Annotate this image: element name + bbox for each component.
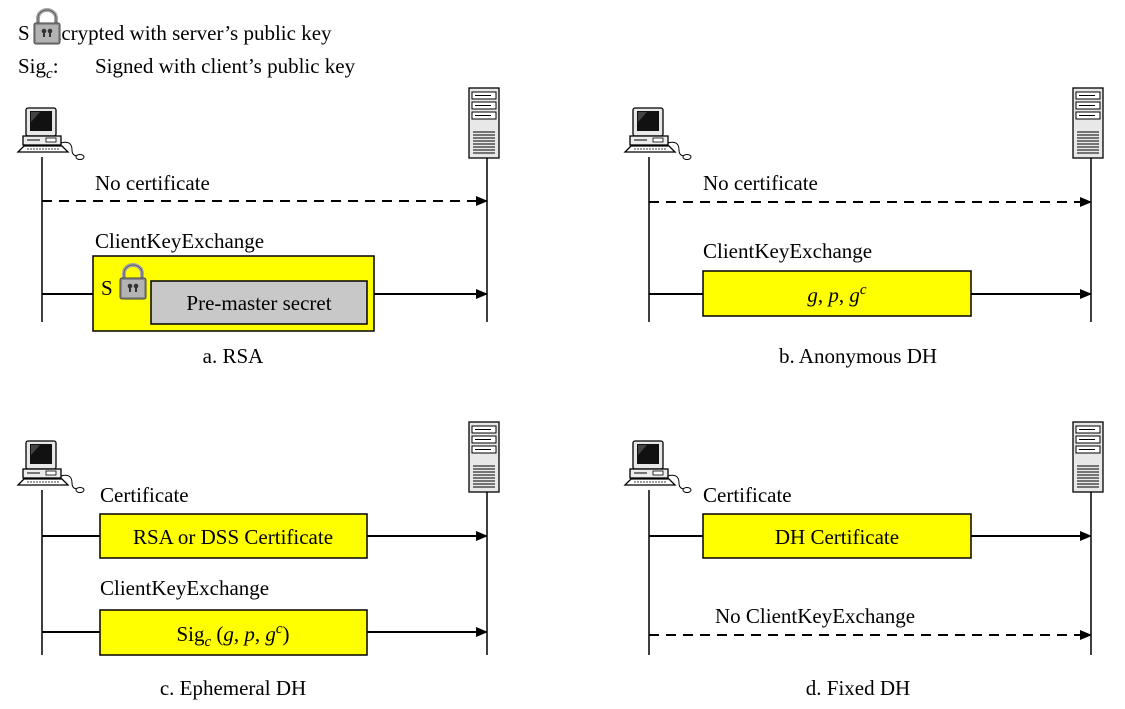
param-sep: ,	[255, 622, 266, 646]
param-g: g	[807, 283, 818, 307]
sig-subscript: c	[204, 634, 211, 650]
panel-caption: a. RSA	[203, 344, 265, 368]
server-tower-icon	[468, 87, 500, 159]
msg1-label: Certificate	[100, 483, 189, 507]
legend-sig-text: Signed with client’s public key	[95, 54, 356, 78]
panel-ephemeral-dh: Certificate RSA or DSS Certificate Clien…	[17, 421, 500, 700]
param-exponent: c	[276, 621, 283, 637]
signed-params-text: Sigc (g, p, gc)	[176, 621, 289, 650]
envelope-s-label: S	[101, 276, 113, 300]
msg2-label: No ClientKeyExchange	[715, 604, 915, 628]
signed-params-box	[99, 609, 368, 656]
pre-master-secret-box	[150, 280, 368, 325]
client-computer-icon	[624, 440, 692, 494]
param-g-base: g	[849, 283, 860, 307]
certificate-text: DH Certificate	[775, 525, 899, 549]
legend-sig-prefix: Sig	[18, 54, 47, 78]
server-tower-icon	[468, 421, 500, 493]
panel-caption: c. Ephemeral DH	[160, 676, 306, 700]
certificate-box	[702, 513, 972, 559]
certificate-box	[99, 513, 368, 559]
pre-master-secret-text: Pre-master secret	[186, 291, 331, 315]
dh-params-box	[702, 270, 972, 317]
client-computer-icon	[624, 107, 692, 161]
client-computer-icon	[17, 107, 85, 161]
param-g-base: g	[265, 622, 276, 646]
param-sep: ,	[818, 283, 829, 307]
msg2-label: ClientKeyExchange	[100, 576, 269, 600]
msg1-label: Certificate	[703, 483, 792, 507]
legend-sig-row: Sigc: Signed with client’s public key	[18, 54, 356, 82]
msg2-label: ClientKeyExchange	[703, 239, 872, 263]
param-p: p	[826, 283, 839, 307]
msg2-label: ClientKeyExchange	[95, 229, 264, 253]
panel-anonymous-dh: No certificate ClientKeyExchange g, p, g…	[624, 87, 1104, 368]
padlock-icon	[32, 8, 62, 46]
paren-close: )	[283, 622, 290, 646]
panel-caption: b. Anonymous DH	[779, 344, 937, 368]
certificate-text: RSA or DSS Certificate	[133, 525, 333, 549]
legend-sig-colon: :	[53, 54, 59, 78]
server-tower-icon	[1072, 421, 1104, 493]
paren-open: (	[211, 622, 223, 646]
param-p: p	[242, 622, 255, 646]
msg1-label: No certificate	[95, 171, 210, 195]
legend: S Encrypted with server’s public key Sig…	[18, 8, 356, 82]
legend-sig: Sigc:	[18, 54, 59, 82]
server-tower-icon	[1072, 87, 1104, 159]
msg1-label: No certificate	[703, 171, 818, 195]
panel-caption: d. Fixed DH	[806, 676, 910, 700]
dh-params-text: g, p, gc	[807, 282, 867, 307]
legend-lock-prefix: S	[18, 21, 30, 45]
panel-fixed-dh: Certificate DH Certificate No ClientKeyE…	[624, 421, 1104, 700]
param-exponent: c	[860, 282, 867, 298]
legend-lock-row: S Encrypted with server’s public key	[18, 8, 332, 46]
client-computer-icon	[17, 440, 85, 494]
sig-prefix: Sig	[176, 622, 205, 646]
param-sep: ,	[234, 622, 245, 646]
legend-sig-sub: c	[46, 66, 53, 82]
param-g: g	[223, 622, 234, 646]
legend-lock-text: Encrypted with server’s public key	[38, 21, 332, 45]
panel-rsa: No certificate ClientKeyExchange S Pre-m…	[17, 87, 500, 368]
param-sep: ,	[839, 283, 850, 307]
